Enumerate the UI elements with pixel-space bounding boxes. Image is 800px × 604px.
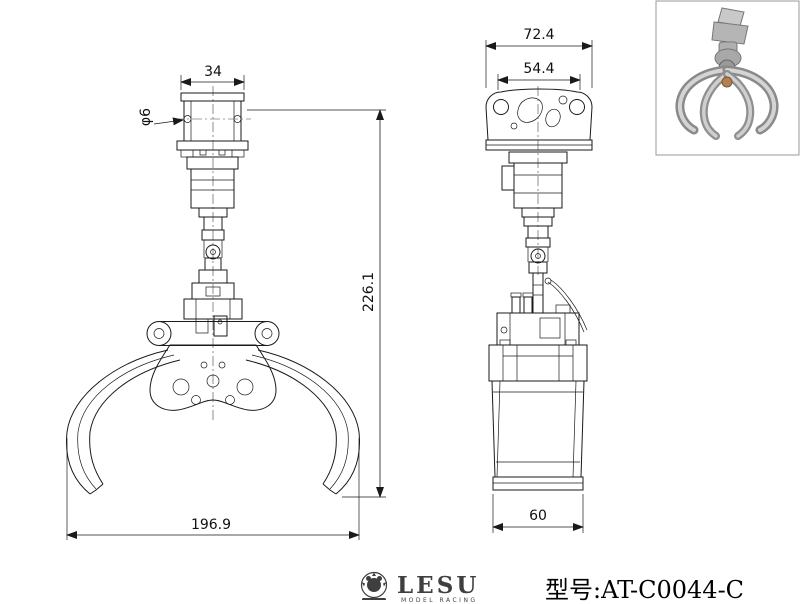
brand-tagline: MODEL RACING — [401, 597, 478, 604]
dimension-front-claw-span: 196.9 — [66, 438, 360, 540]
dim-side-base-width-label: 60 — [529, 508, 547, 524]
front-view-drawing — [65, 86, 361, 495]
dim-front-claw-span-label: 196.9 — [191, 517, 231, 533]
dimension-side-inner-width: 54.4 — [497, 61, 581, 90]
dimension-side-outer-width: 72.4 — [485, 27, 593, 88]
dim-side-outer-width-label: 72.4 — [523, 27, 554, 43]
dim-front-overall-height-label: 226.1 — [361, 272, 377, 312]
lesu-lion-logo — [360, 571, 388, 603]
dimension-front-hole-diameter: φ6 — [138, 108, 184, 126]
dim-side-inner-width-label: 54.4 — [523, 61, 554, 77]
dim-front-hole-diameter-label: φ6 — [138, 108, 154, 126]
model-number-label: 型号:AT-C0044-C — [545, 576, 745, 604]
dimension-front-overall-height: 226.1 — [247, 109, 386, 498]
dim-front-top-width-label: 34 — [204, 64, 222, 80]
brand-wordmark: LESU — [397, 572, 480, 599]
side-view-drawing — [485, 86, 593, 491]
product-photo-inset — [655, 0, 800, 156]
dimension-front-top-width: 34 — [180, 64, 245, 90]
dimension-side-base-width: 60 — [492, 494, 584, 533]
